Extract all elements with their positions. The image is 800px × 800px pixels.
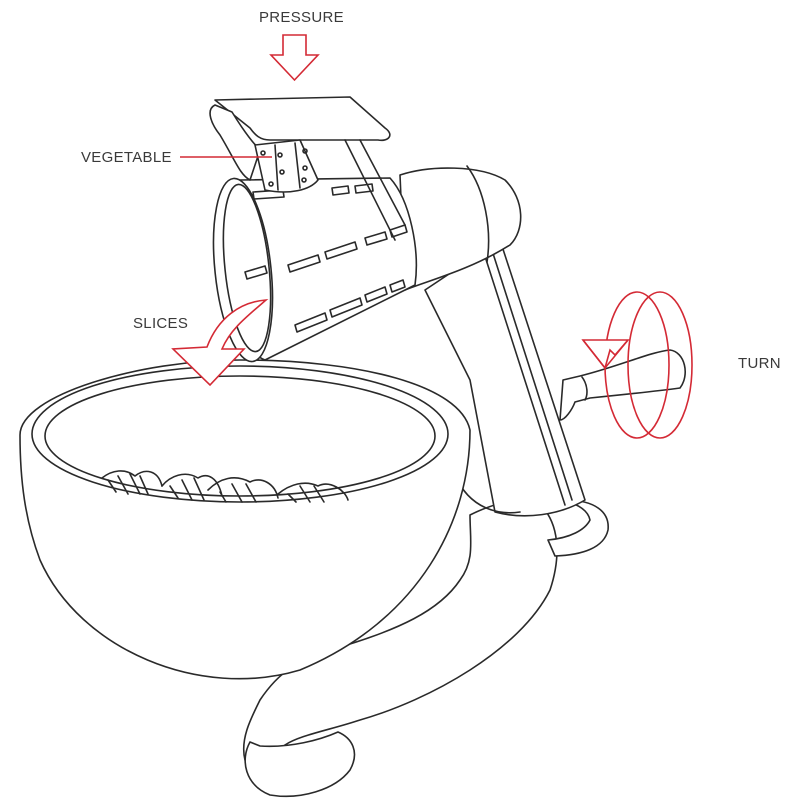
- drum-slots: [244, 183, 408, 333]
- vegetable-pieces: [260, 142, 308, 191]
- curved-down-arrow-icon: [171, 299, 269, 387]
- pressure-label: PRESSURE: [259, 9, 344, 26]
- rotation-arrow-icon: [581, 291, 693, 439]
- crank-handle: [559, 349, 686, 421]
- vegetable-slices: [101, 470, 349, 503]
- down-arrow-icon: [269, 34, 320, 82]
- column-base: [547, 499, 609, 557]
- pusher-plate: [209, 96, 406, 241]
- vegetable-label: VEGETABLE: [81, 149, 172, 166]
- drum-housing: [399, 165, 522, 291]
- slicing-drum: [212, 177, 418, 363]
- support-column: [424, 239, 586, 517]
- slices-label: SLICES: [133, 315, 189, 332]
- bowl: [19, 359, 471, 680]
- turn-label: TURN: [738, 355, 781, 372]
